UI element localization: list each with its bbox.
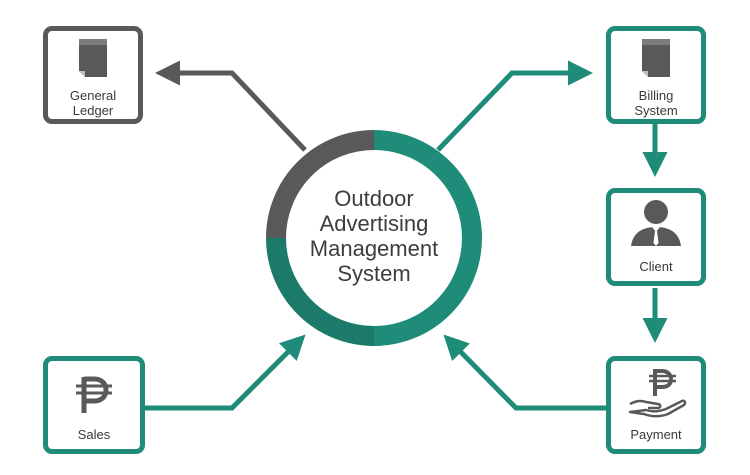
node-payment-label: Payment	[630, 427, 682, 442]
document-icon	[79, 39, 107, 77]
node-general-ledger: General Ledger	[43, 26, 143, 124]
node-billing-system-label-1: Billing	[638, 88, 674, 103]
node-client: Client	[606, 188, 706, 286]
arrow-payment-to-ring	[443, 334, 606, 411]
arrow-to-general-ledger	[155, 60, 307, 152]
center-title-line-2: Advertising	[319, 211, 429, 236]
node-sales-label: Sales	[77, 427, 111, 442]
node-billing-system-label-2: System	[634, 103, 678, 118]
node-payment: Payment	[606, 356, 706, 454]
node-general-ledger-label-2: Ledger	[72, 103, 114, 118]
center-title: Outdoor Advertising Management System	[280, 186, 468, 286]
node-sales: Sales	[43, 356, 145, 454]
center-title-line-1: Outdoor	[334, 186, 414, 211]
document-icon	[642, 39, 670, 77]
node-billing-system: Billing System	[606, 26, 706, 124]
arrow-to-billing-system	[436, 60, 593, 152]
node-client-label: Client	[639, 259, 673, 274]
center-ring	[266, 130, 482, 346]
center-title-line-3: Management	[309, 236, 439, 261]
peso-hand-icon	[628, 369, 687, 418]
center-title-line-4: System	[337, 261, 411, 286]
node-general-ledger-label-1: General	[69, 88, 117, 103]
person-icon	[631, 200, 681, 246]
peso-icon	[76, 376, 112, 413]
arrow-sales-to-ring	[145, 334, 306, 411]
